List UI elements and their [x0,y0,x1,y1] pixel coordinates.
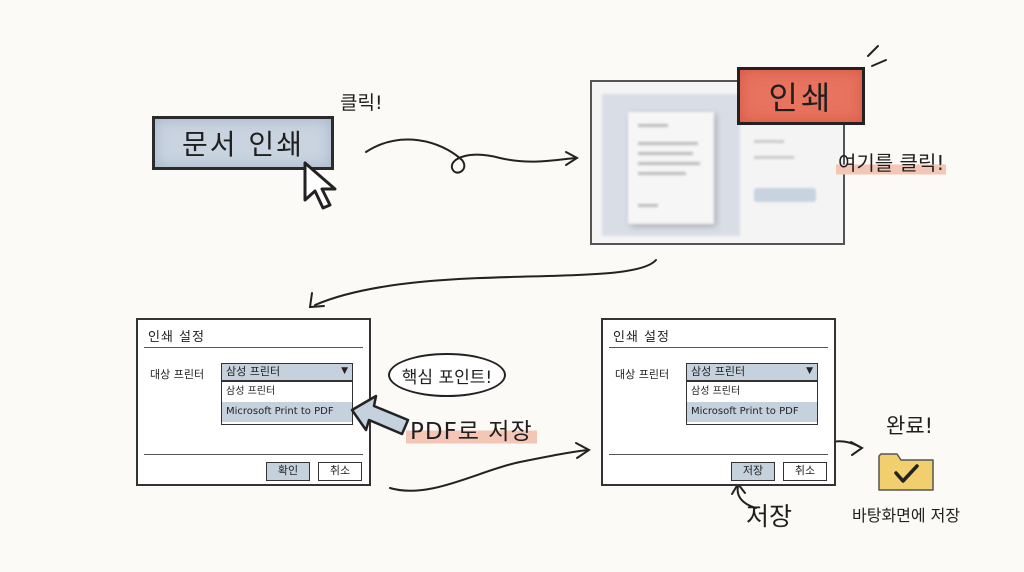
arrow-dialog-to-dialog [389,449,589,492]
dialog-divider [144,454,363,455]
arrow-dialog-to-dialog-head [575,442,591,459]
folder-icon [878,453,934,491]
arrow-step2-to-dialog-head [308,292,325,309]
dialog-title: 인쇄 설정 [613,330,670,345]
dialog-divider [609,347,828,348]
printer-select-value: 삼성 프린터 [226,365,281,378]
done-note: 완료! [886,414,934,438]
save-note: 저장 [746,502,793,531]
option-samsung[interactable]: 삼성 프린터 [691,386,741,397]
click-note: 클릭! [340,92,383,114]
emphasis-mark-2 [871,59,887,67]
key-point-bubble: 핵심 포인트! [388,353,506,397]
printer-select-value: 삼성 프린터 [691,365,746,378]
printer-label: 대상 프린터 [150,368,205,381]
cancel-button[interactable]: 취소 [318,462,362,481]
dialog-divider [609,454,828,455]
dialog-divider [144,347,363,348]
print-settings-dialog-left: 인쇄 설정 대상 프린터 삼성 프린터 ▼ 삼성 프린터 Microsoft P… [136,318,371,486]
chevron-down-icon: ▼ [341,366,348,376]
arrow-to-folder-head [850,441,864,456]
checkmark-icon [894,464,919,483]
chevron-down-icon: ▼ [806,366,813,376]
option-microsoft-pdf[interactable]: Microsoft Print to PDF [222,402,352,422]
printer-dropdown: 삼성 프린터 Microsoft Print to PDF [686,381,818,425]
preview-page [628,112,714,224]
click-here-note: 여기를 클릭! [836,147,947,176]
option-samsung[interactable]: 삼성 프린터 [226,386,276,397]
printer-select[interactable]: 삼성 프린터 ▼ [686,363,818,381]
printer-dropdown: 삼성 프린터 Microsoft Print to PDF [221,381,353,425]
printer-select[interactable]: 삼성 프린터 ▼ [221,363,353,381]
dialog-title: 인쇄 설정 [148,330,205,345]
pdf-save-highlight: PDF로 저장 [406,412,537,446]
preview-area [602,94,740,236]
mouse-cursor-icon [303,161,337,210]
ok-button[interactable]: 확인 [266,462,310,481]
document-print-button[interactable]: 문서 인쇄 [152,116,334,170]
cancel-button[interactable]: 취소 [783,462,827,481]
print-settings-dialog-right: 인쇄 설정 대상 프린터 삼성 프린터 ▼ 삼성 프린터 Microsoft P… [601,318,836,486]
option-microsoft-pdf[interactable]: Microsoft Print to PDF [687,402,817,422]
save-button[interactable]: 저장 [731,462,775,481]
arrow-step1-to-step2 [365,138,576,174]
print-button[interactable]: 인쇄 [737,67,865,125]
pointer-arrow-icon [350,394,410,436]
arrow-to-save [736,485,757,509]
arrow-step2-to-dialog [314,259,657,306]
preview-side-button [754,188,816,202]
arrow-step1-to-step2-head [565,151,579,166]
emphasis-mark-1 [867,45,879,57]
printer-label: 대상 프린터 [615,368,670,381]
desktop-save-note: 바탕화면에 저장 [852,506,961,525]
